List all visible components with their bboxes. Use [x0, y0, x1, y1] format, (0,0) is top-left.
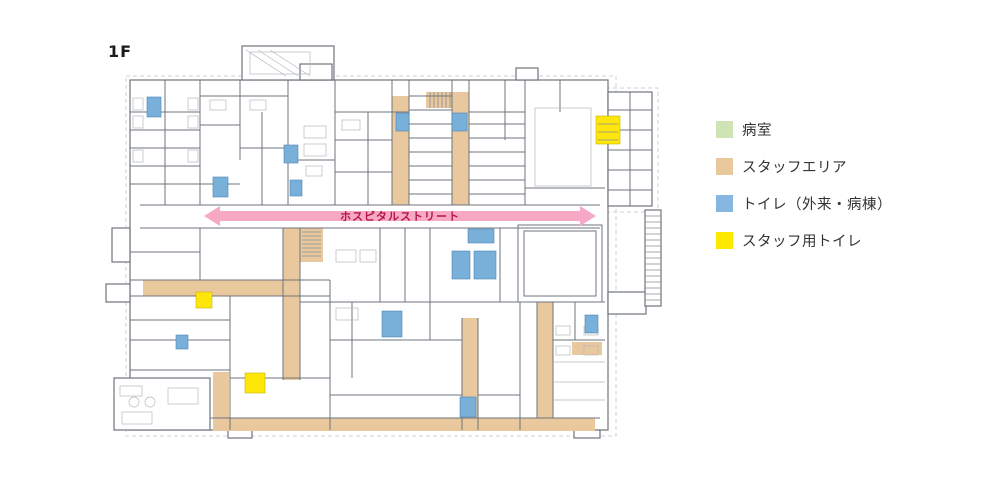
staff-area-overlay: [143, 92, 602, 431]
legend-item-label: スタッフ用トイレ: [742, 234, 862, 250]
hospital-street-label: ホスピタルストリート: [340, 210, 460, 223]
patient-room-swatch: [716, 121, 733, 138]
hospital-street-arrow: [204, 206, 596, 226]
building-outline: [105, 45, 662, 439]
toilet-swatch: [716, 195, 733, 212]
legend: 病室 スタッフエリア トイレ（外来・病棟） スタッフ用トイレ: [716, 119, 892, 251]
staff-toilet-overlay: [195, 115, 621, 394]
furniture-detail: [119, 49, 605, 425]
legend-item-patient-room: 病室: [716, 119, 892, 140]
toilet-overlay: [146, 96, 599, 418]
legend-item-label: トイレ（外来・病棟）: [742, 197, 892, 213]
legend-item-label: スタッフエリア: [742, 160, 847, 176]
legend-item-staff-toilet: スタッフ用トイレ: [716, 230, 892, 251]
staff-toilet-detail: [598, 123, 618, 141]
floor-title: 1F: [108, 42, 133, 61]
staff-area-swatch: [716, 158, 733, 175]
staff-toilet-swatch: [716, 232, 733, 249]
legend-item-staff-area: スタッフエリア: [716, 156, 892, 177]
legend-item-toilet: トイレ（外来・病棟）: [716, 193, 892, 214]
legend-item-label: 病室: [742, 123, 772, 139]
interior-walls: [130, 80, 652, 430]
stair-hatch: [302, 92, 661, 301]
